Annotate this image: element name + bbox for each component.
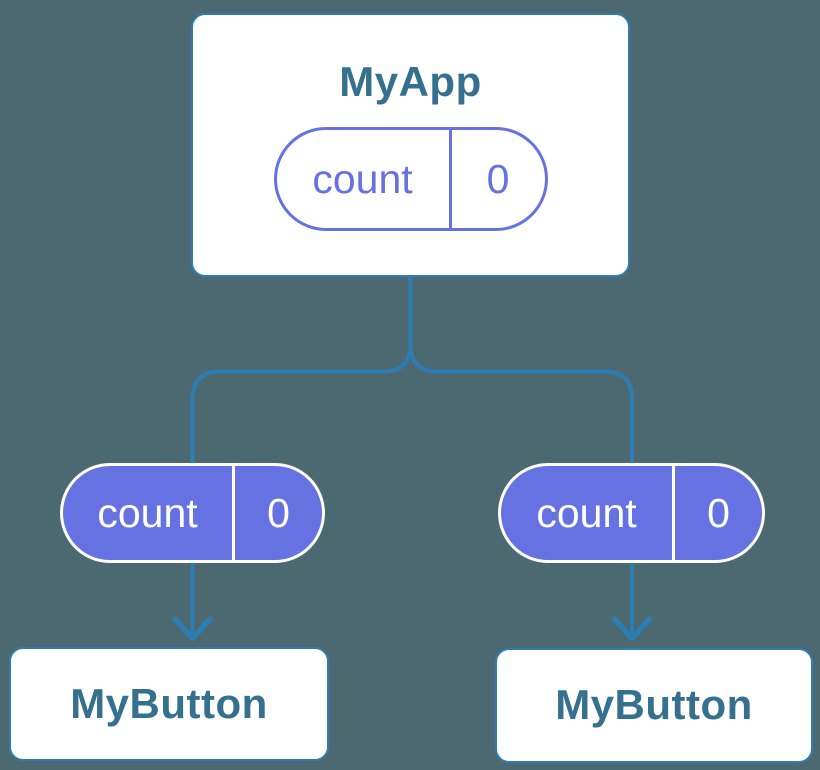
connector-left-branch <box>190 276 413 634</box>
state-pill-right: count 0 <box>498 463 765 563</box>
node-myapp: MyApp count 0 <box>191 13 630 277</box>
state-name: count <box>97 489 198 536</box>
node-title: MyApp <box>339 57 482 105</box>
state-value: 0 <box>232 466 322 560</box>
node-title: MyButton <box>70 679 268 727</box>
state-name: count <box>312 155 413 202</box>
state-pill-left: count 0 <box>60 463 325 563</box>
state-value: 0 <box>448 130 545 229</box>
node-title: MyButton <box>555 681 753 729</box>
arrow-down-right-icon <box>611 616 653 642</box>
state-value: 0 <box>672 466 762 560</box>
connector-right-branch <box>408 276 634 634</box>
state-name: count <box>536 489 637 536</box>
arrow-down-left-icon <box>172 616 213 642</box>
node-mybutton-left: MyButton <box>9 647 329 761</box>
node-mybutton-right: MyButton <box>495 648 813 763</box>
state-pill-root: count 0 <box>273 127 548 232</box>
